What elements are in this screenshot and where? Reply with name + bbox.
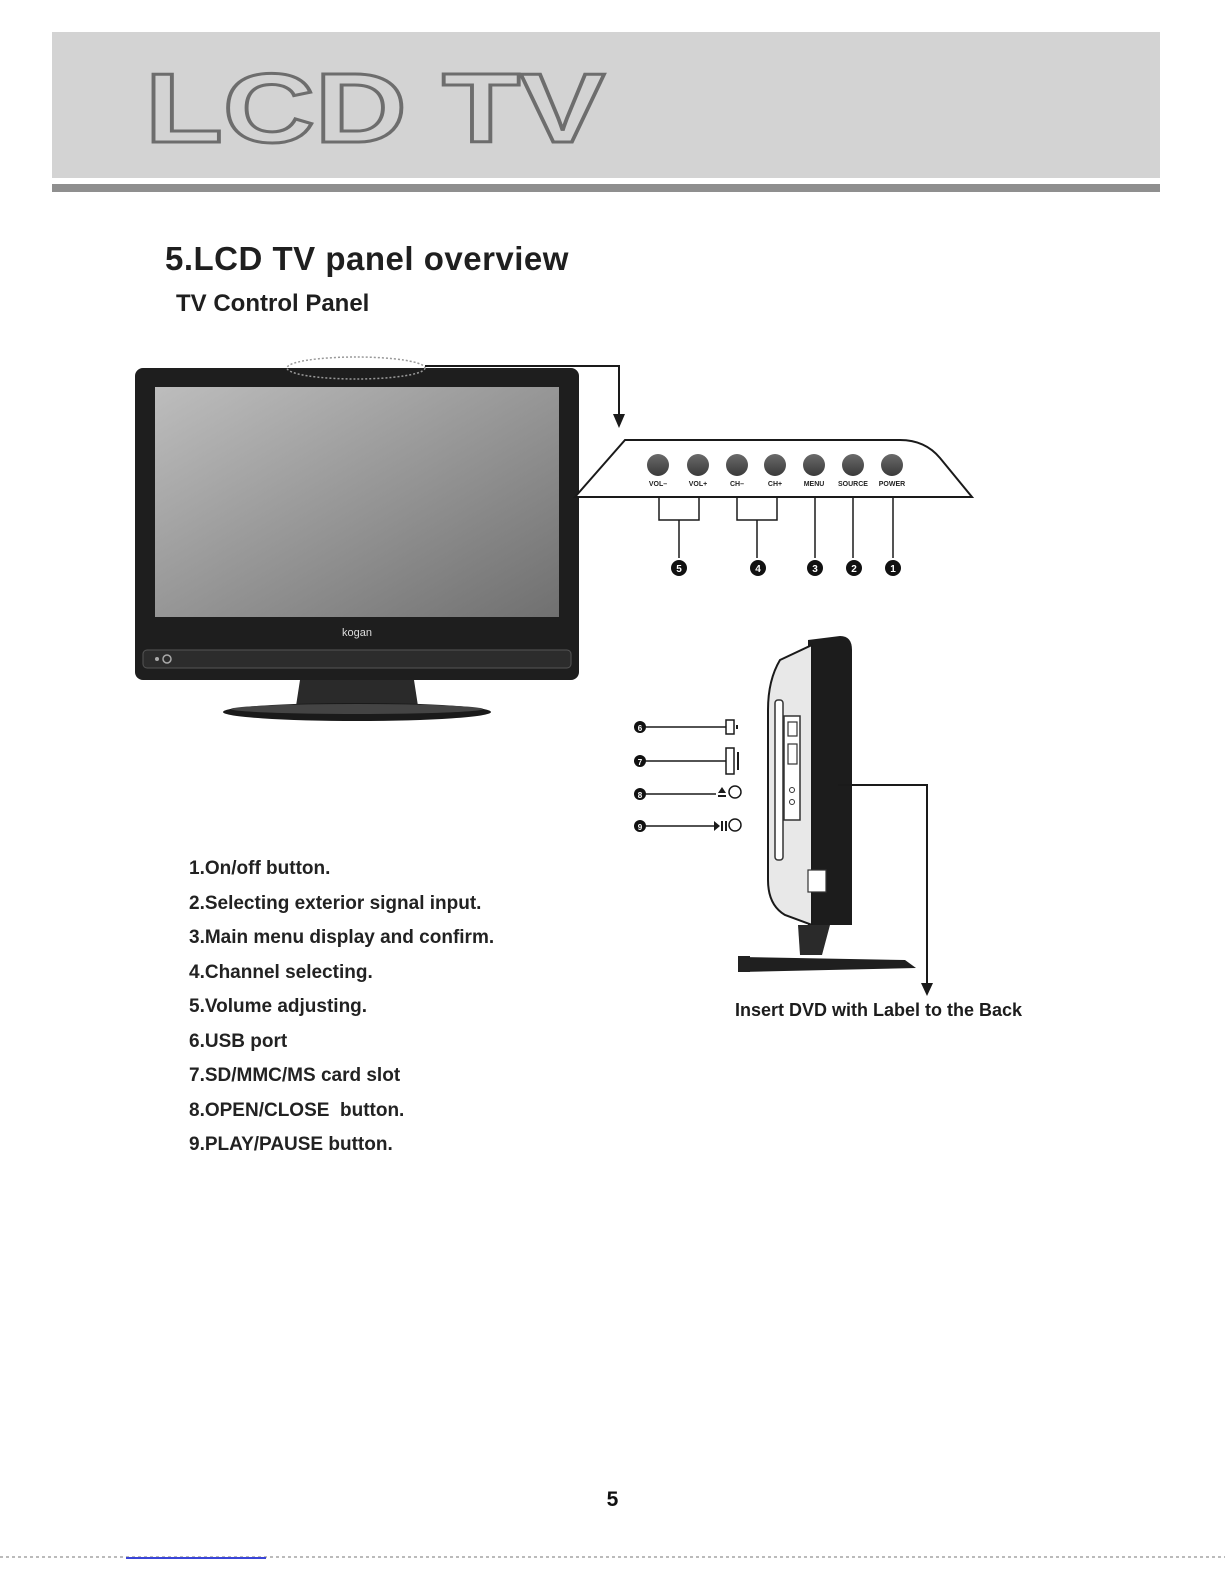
- callout-7: 7: [638, 758, 643, 767]
- button-label-ch-up: CH+: [768, 481, 782, 488]
- tv-front: kogan: [135, 356, 579, 721]
- callout-8: 8: [638, 791, 643, 800]
- tv-brand-logo: kogan: [342, 627, 372, 639]
- source-button: [842, 454, 864, 476]
- footer-link-underline: [126, 1557, 266, 1559]
- vol-up-button: [687, 454, 709, 476]
- button-label-vol-down: VOL–: [649, 481, 667, 488]
- page-number: 5: [606, 1488, 619, 1511]
- power-button: [881, 454, 903, 476]
- top-panel-highlight: [286, 356, 426, 380]
- legend-item: 1.On/off button.: [189, 858, 331, 879]
- callout-1: 1: [890, 564, 896, 575]
- legend-item: 5.Volume adjusting.: [189, 996, 368, 1017]
- callout-6: 6: [638, 724, 643, 733]
- legend-item: 6.USB port: [189, 1030, 288, 1052]
- callout-4: 4: [755, 564, 761, 575]
- side-port-panel: [783, 715, 801, 821]
- button-label-source: SOURCE: [838, 481, 868, 488]
- usb-port-icon: [725, 719, 735, 735]
- legend-item: 3.Main menu display and confirm.: [189, 927, 495, 948]
- legend-item: 8.OPEN/CLOSE button.: [189, 1099, 405, 1121]
- section-title: 5.LCD TV panel overview: [165, 240, 569, 277]
- footer-divider: [0, 1556, 1225, 1558]
- play-pause-button-icon: [728, 818, 742, 832]
- callout-1-marker: [885, 560, 901, 576]
- ch-up-button: [764, 454, 786, 476]
- callout-4-marker: [750, 560, 766, 576]
- legend-item: 2.Selecting exterior signal input.: [189, 892, 482, 914]
- dvd-slot: [774, 699, 784, 861]
- open-close-button-icon: [728, 785, 742, 799]
- tv-side-view: [738, 636, 916, 972]
- header-rule: [52, 184, 1160, 192]
- section-subtitle: TV Control Panel: [176, 290, 370, 317]
- button-label-ch-down: CH–: [730, 481, 744, 488]
- control-panel: VOL– VOL+ CH– CH+ MENU SOURCE POWER 5 4 …: [572, 439, 975, 576]
- legend-item: 7.SD/MMC/MS card slot: [189, 1065, 401, 1086]
- header-band: [52, 32, 1160, 178]
- callout-2: 2: [851, 564, 857, 575]
- ch-down-button: [726, 454, 748, 476]
- header-title: LCD TV: [145, 70, 607, 150]
- menu-button: [803, 454, 825, 476]
- tv-neck: [296, 680, 418, 706]
- callout-3: 3: [812, 564, 818, 575]
- card-slot-icon: [725, 747, 735, 775]
- dvd-insert-caption: Insert DVD with Label to the Back: [735, 1000, 1023, 1020]
- button-label-power: POWER: [879, 481, 905, 488]
- side-callouts: 6 7 8 9: [634, 719, 742, 832]
- button-label-menu: MENU: [804, 481, 825, 488]
- callout-5: 5: [676, 564, 682, 575]
- legend-item: 9.PLAY/PAUSE button.: [189, 1134, 393, 1155]
- vol-down-button: [647, 454, 669, 476]
- button-label-vol-up: VOL+: [689, 481, 707, 488]
- eject-icon: [718, 787, 726, 793]
- callout-9: 9: [638, 823, 643, 832]
- callout-5-marker: [671, 560, 687, 576]
- header-title-text: LCD TV: [145, 70, 605, 150]
- tv-panel-figure: kogan VOL– VOL+ CH– CH+ MENU SOURCE POWE…: [135, 356, 975, 996]
- legend-list: 1.On/off button. 2.Selecting exterior si…: [189, 852, 494, 1163]
- legend-item: 4.Channel selecting.: [189, 961, 373, 983]
- callout-2-marker: [846, 560, 862, 576]
- play-pause-icon: [714, 821, 720, 831]
- tv-screen: [155, 387, 559, 617]
- callout-3-marker: [807, 560, 823, 576]
